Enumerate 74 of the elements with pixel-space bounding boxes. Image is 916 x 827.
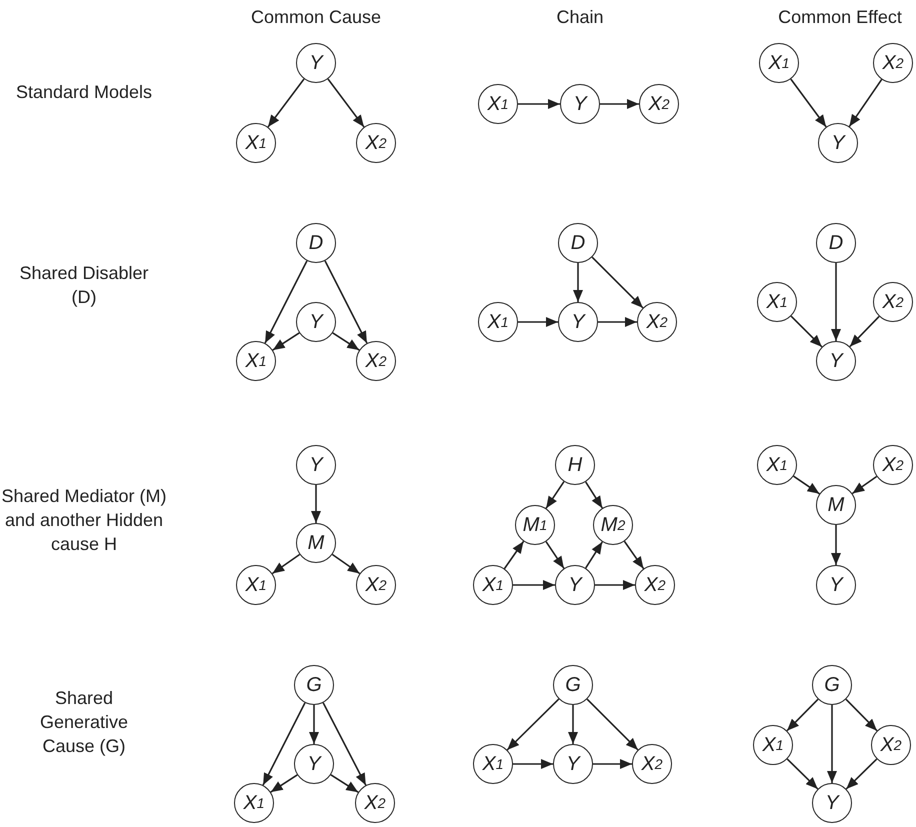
arrow xyxy=(624,540,644,570)
variable-node: Y xyxy=(818,123,858,163)
arrow xyxy=(786,698,819,732)
arrow xyxy=(322,702,367,786)
row-heading: Shared Disabler (D) xyxy=(18,262,150,309)
arrow xyxy=(586,698,638,750)
arrow xyxy=(846,758,878,790)
variable-node: Y xyxy=(294,744,334,784)
column-heading: Chain xyxy=(555,6,605,29)
variable-node: G xyxy=(553,665,593,705)
arrow xyxy=(786,758,818,790)
variable-node: Y xyxy=(558,302,598,342)
arrow xyxy=(845,698,878,732)
arrow xyxy=(267,78,305,128)
arrow xyxy=(600,99,639,109)
variable-node: H xyxy=(555,445,595,485)
variable-node: Y xyxy=(812,783,852,823)
arrow xyxy=(593,759,632,769)
arrow xyxy=(504,540,524,570)
arrow xyxy=(545,541,565,569)
arrow xyxy=(849,316,880,348)
variable-node: Y xyxy=(560,84,600,124)
arrow xyxy=(264,260,308,344)
arrow xyxy=(592,256,644,308)
variable-node: Y xyxy=(816,565,856,605)
arrow xyxy=(332,332,360,351)
arrow xyxy=(518,317,558,327)
variable-node: D xyxy=(296,223,336,263)
arrow xyxy=(585,481,603,509)
arrow xyxy=(270,774,298,793)
arrow xyxy=(506,698,560,751)
arrow xyxy=(330,774,359,793)
variable-node: Y xyxy=(555,565,595,605)
variable-node: D xyxy=(558,223,598,263)
arrow xyxy=(598,317,637,327)
variable-node: D xyxy=(816,223,856,263)
arrow xyxy=(827,705,837,783)
variable-node: M xyxy=(816,485,856,525)
arrow xyxy=(513,759,553,769)
arrow xyxy=(327,78,365,128)
arrow xyxy=(513,580,555,590)
arrow xyxy=(831,525,841,565)
arrow xyxy=(790,78,827,128)
arrow xyxy=(518,99,560,109)
row-heading: Standard Models xyxy=(14,81,154,104)
row-heading: Shared Mediator (M) and another Hidden cause H xyxy=(0,485,168,556)
variable-node: G xyxy=(812,665,852,705)
arrow xyxy=(332,554,360,574)
variable-node: Y xyxy=(816,341,856,381)
arrow xyxy=(595,580,635,590)
variable-node: Y xyxy=(553,744,593,784)
arrow xyxy=(852,476,878,494)
row-heading: Shared Generative Cause (G) xyxy=(38,687,130,758)
arrow xyxy=(272,332,300,351)
column-heading: Common Cause xyxy=(250,6,382,29)
arrow xyxy=(585,541,603,569)
variable-node: Y xyxy=(296,43,336,83)
arrow xyxy=(545,481,565,509)
variable-node: Y xyxy=(296,445,336,485)
arrow xyxy=(324,260,368,344)
arrow xyxy=(311,485,321,523)
arrow xyxy=(272,554,300,574)
arrow xyxy=(848,79,882,127)
arrow xyxy=(573,263,583,302)
arrow xyxy=(793,476,820,494)
variable-node: M xyxy=(296,523,336,563)
arrow xyxy=(790,316,822,348)
arrow xyxy=(262,702,306,786)
arrow xyxy=(309,705,319,744)
variable-node: G xyxy=(294,665,334,705)
column-heading: Common Effect xyxy=(777,6,903,29)
arrow xyxy=(831,263,841,341)
arrow xyxy=(568,705,578,744)
variable-node: Y xyxy=(296,302,336,342)
